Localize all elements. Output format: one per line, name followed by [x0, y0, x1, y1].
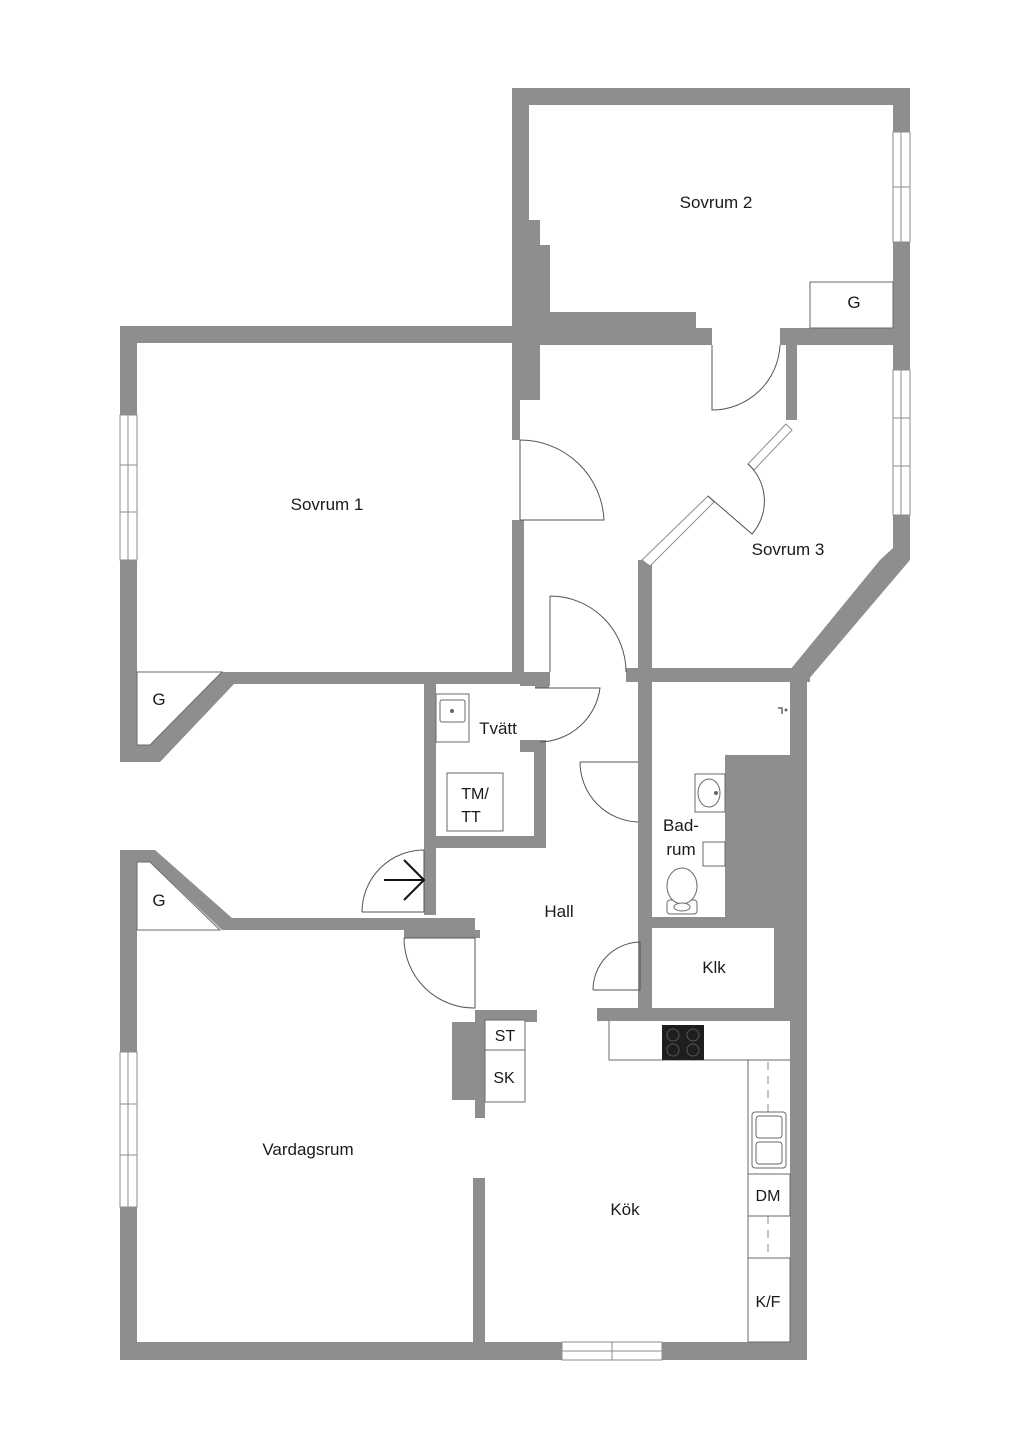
bathroom-cabinet: [702, 841, 726, 867]
door-vardagsrum: [403, 937, 476, 1009]
label-sovrum3: Sovrum 3: [752, 540, 825, 559]
window-sovrum3-inner: [747, 423, 793, 471]
label-sk: SK: [493, 1070, 515, 1087]
door-sovrum2: [711, 344, 781, 411]
kitchen-sink-icon: [751, 1111, 787, 1169]
door-hall-top: [549, 595, 627, 673]
closet-sovrum1: [136, 671, 224, 746]
label-sovrum1: Sovrum 1: [291, 495, 364, 514]
door-entrance: [361, 849, 425, 913]
shower-icon: [778, 707, 788, 714]
label-tmtt-line1: TM/: [461, 786, 489, 803]
door-sovrum3: [707, 463, 765, 535]
label-badrum-line1: Bad-: [663, 816, 699, 835]
fridge-freezer: [747, 1257, 791, 1343]
toilet-icon: [666, 867, 698, 915]
windows: [119, 131, 911, 1361]
door-klk: [592, 941, 641, 991]
label-kok: Kök: [610, 1200, 640, 1219]
label-tvatt: Tvätt: [479, 719, 517, 738]
label-st: ST: [495, 1028, 516, 1045]
door-sovrum1: [519, 439, 605, 521]
room-labels: Sovrum 2 G Sovrum 1 Sovrum 3 G Tvätt TM/…: [152, 193, 860, 1311]
label-klk: Klk: [702, 958, 726, 977]
label-kf: K/F: [756, 1294, 781, 1311]
label-g-sovrum2: G: [847, 293, 860, 312]
label-badrum-line2: rum: [666, 840, 695, 859]
window-sovrum3-inner-lower: [641, 495, 715, 567]
doors: [361, 344, 781, 1009]
washer-dryer: [446, 772, 504, 832]
label-sovrum2: Sovrum 2: [680, 193, 753, 212]
stove-icon: [662, 1025, 704, 1060]
label-hall: Hall: [544, 902, 573, 921]
door-badrum: [579, 761, 639, 823]
cabinet-sk: [484, 1049, 526, 1103]
closet-vardagsrum: [136, 861, 222, 931]
closet-sovrum2: [809, 281, 894, 329]
walls: [120, 88, 910, 1360]
label-vardagsrum: Vardagsrum: [262, 1140, 353, 1159]
label-g-vardagsrum: G: [152, 891, 165, 910]
cabinet-st: [484, 1019, 526, 1051]
label-tmtt-line2: TT: [461, 809, 481, 826]
door-tvatt: [535, 687, 601, 743]
entrance-arrow-icon: [384, 859, 426, 901]
fixtures: [136, 281, 894, 1343]
label-dm: DM: [756, 1188, 781, 1205]
label-g-sovrum1: G: [152, 690, 165, 709]
dishwasher: [747, 1173, 791, 1217]
